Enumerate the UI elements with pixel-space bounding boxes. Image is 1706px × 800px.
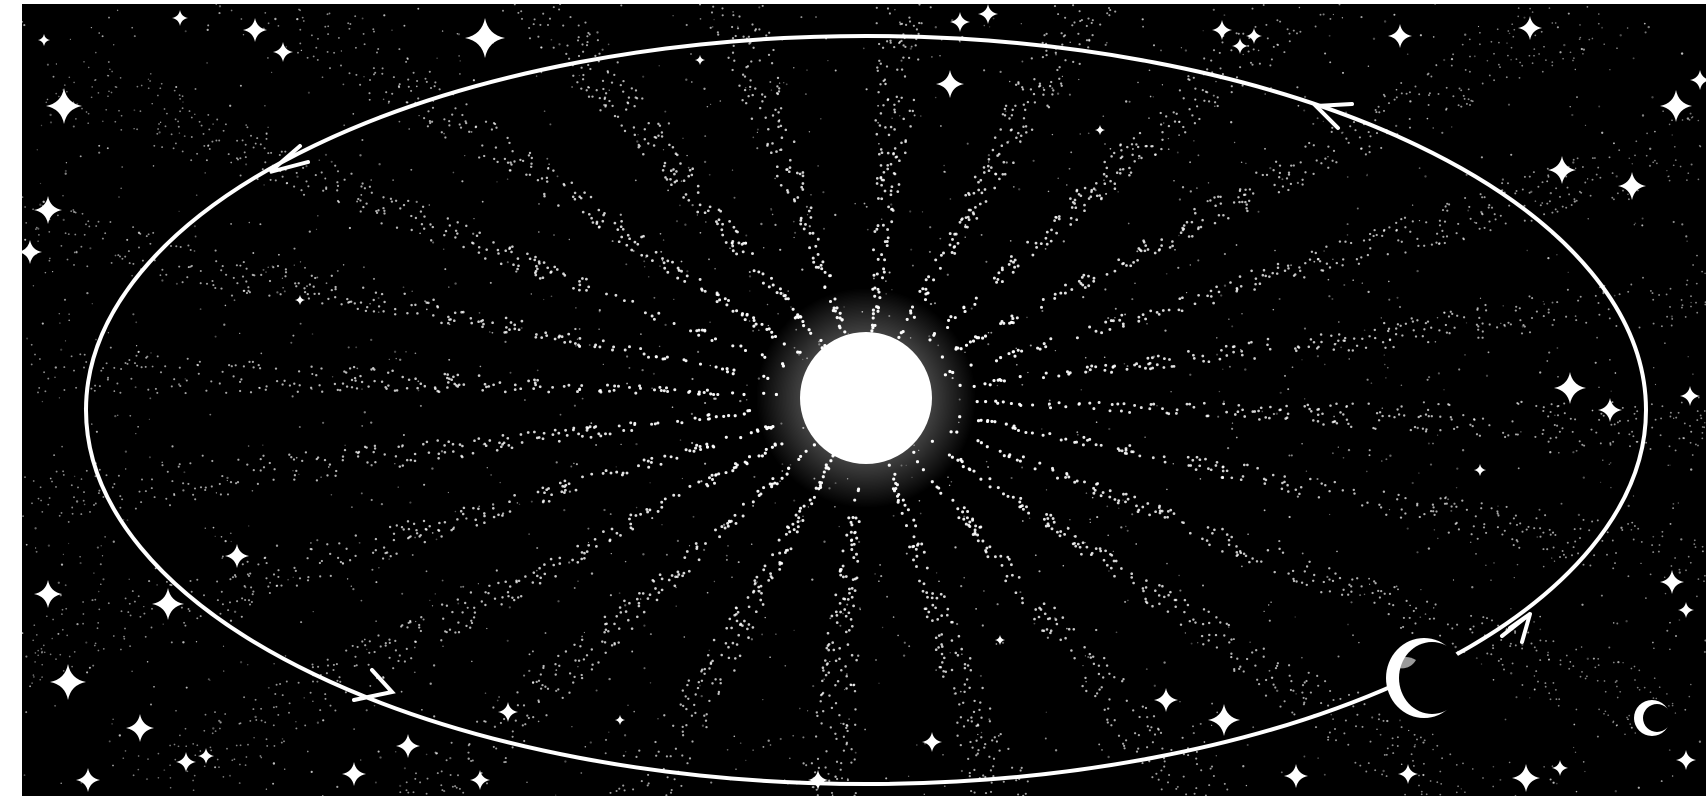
page-margin bbox=[0, 0, 22, 800]
sun bbox=[800, 332, 932, 464]
page-margin-top bbox=[0, 0, 1706, 4]
